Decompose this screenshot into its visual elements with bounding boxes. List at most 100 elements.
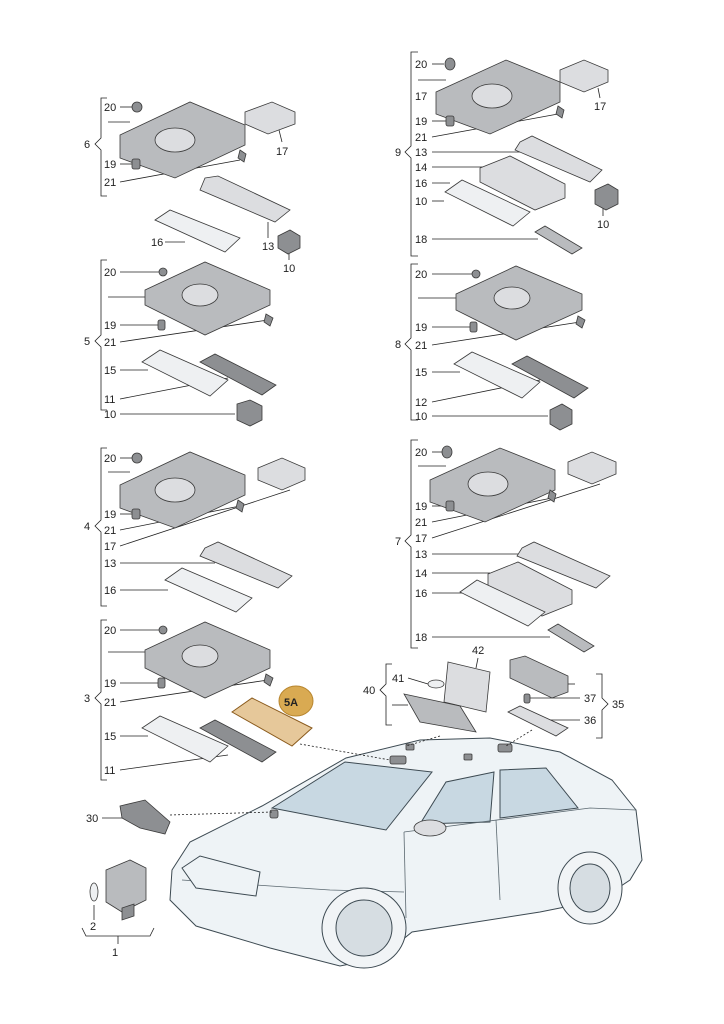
group-4: 4 20 19 21 17 13 16: [84, 447, 306, 613]
bulb-holder: [257, 457, 306, 491]
callout-13: 13: [262, 241, 274, 253]
lens-dark: [199, 353, 277, 396]
mirror: [413, 819, 447, 837]
callout-17: 17: [104, 541, 116, 553]
callout-16: 16: [415, 178, 427, 190]
reading-light-cover: [479, 155, 566, 211]
group-label: 6: [84, 139, 90, 151]
group-40: 40 41 42: [363, 645, 491, 733]
clip-part: [131, 101, 143, 113]
group-30: 30: [86, 799, 171, 835]
group-5: 5 20 19 21 15 11 10: [84, 259, 277, 427]
callout-20: 20: [415, 59, 427, 71]
callout-21: 21: [415, 132, 427, 144]
callout-10b: 10: [597, 219, 609, 231]
group-6: 6 20 19 21 17 16 13 10: [84, 97, 301, 275]
callout-11: 11: [104, 765, 115, 777]
callout-13: 13: [415, 147, 427, 159]
callout-21: 21: [415, 340, 427, 352]
screw-part: [237, 149, 247, 163]
callout-10: 10: [415, 411, 427, 423]
callout-17: 17: [415, 533, 427, 545]
lens-part: [164, 567, 253, 613]
trim-strip: [199, 175, 291, 223]
callout-19: 19: [104, 509, 116, 521]
group-35: 35 37 36: [507, 655, 624, 739]
switch-strip: [547, 623, 595, 653]
group-label: 30: [86, 813, 98, 825]
highlighted-part-5a[interactable]: [231, 697, 313, 747]
callout-20: 20: [104, 267, 116, 279]
part-badge: [278, 685, 314, 717]
callout-17: 17: [415, 91, 427, 103]
badge-label: 5A: [284, 697, 298, 709]
front-door-window: [419, 771, 495, 825]
callout-2: 2: [90, 921, 96, 933]
callout-10: 10: [415, 196, 427, 208]
switch-bezel: [507, 705, 569, 737]
grille: [181, 855, 261, 897]
callout-15: 15: [104, 731, 116, 743]
callout-19: 19: [415, 501, 427, 513]
lens-part: [154, 209, 241, 253]
callout-21: 21: [104, 525, 116, 537]
car-illustration: [169, 729, 643, 969]
callout-10: 10: [283, 263, 295, 275]
switch-unit: [509, 655, 569, 699]
callout-17b: 17: [594, 101, 606, 113]
callout-18: 18: [415, 234, 427, 246]
group-label: 1: [112, 947, 118, 959]
callout-21: 21: [415, 517, 427, 529]
callout-15: 15: [104, 365, 116, 377]
group-7: 7 20 19 21 17 13 14 16 18: [395, 439, 617, 653]
group-label: 3: [84, 693, 90, 705]
windshield: [270, 761, 433, 831]
group-label: 5: [84, 336, 90, 348]
callout-19: 19: [415, 116, 427, 128]
group-8: 8 20 19 21 15 12 10: [395, 263, 589, 431]
callout-20: 20: [104, 625, 116, 637]
group-label: 9: [395, 147, 401, 159]
bulb-part: [427, 679, 445, 689]
callout-19: 19: [104, 159, 116, 171]
callout-41: 41: [392, 673, 404, 685]
callout-15: 15: [415, 367, 427, 379]
group-label: 7: [395, 536, 401, 548]
callout-13: 13: [415, 549, 427, 561]
lamp-housing: [403, 693, 477, 733]
callout-10: 10: [104, 409, 116, 421]
callout-19: 19: [104, 320, 116, 332]
switch-strip: [534, 225, 583, 255]
group-label: 8: [395, 339, 401, 351]
callout-36: 36: [584, 715, 596, 727]
lamp-frame: [443, 661, 491, 713]
bulb-part: [89, 882, 99, 902]
callout-20: 20: [104, 102, 116, 114]
group-9: 9 20 17 19 21 13 14 16 10 18 17 10: [395, 51, 619, 257]
callout-13: 13: [104, 558, 116, 570]
lamp-part: [277, 229, 301, 255]
callout-42: 42: [472, 645, 484, 657]
callout-21: 21: [104, 337, 116, 349]
callout-14: 14: [415, 162, 427, 174]
bulb-holder: [559, 59, 609, 93]
rear-door-window: [499, 767, 579, 819]
lamp-unit: [105, 859, 147, 913]
group-label: 35: [612, 699, 624, 711]
group-label: 4: [84, 521, 90, 533]
callout-19: 19: [415, 322, 427, 334]
callout-21: 21: [104, 697, 116, 709]
callout-12: 12: [415, 397, 427, 409]
mirror-lamp: [119, 799, 171, 835]
callout-14: 14: [415, 568, 427, 580]
callout-18: 18: [415, 632, 427, 644]
group-3: 3 20 19 21 15 11 5A: [84, 619, 314, 781]
group-1: 1 2: [81, 859, 155, 959]
lens-part: [141, 349, 229, 397]
callout-20: 20: [415, 447, 427, 459]
trim-strip: [514, 135, 603, 183]
callout-21: 21: [104, 177, 116, 189]
callout-16: 16: [415, 588, 427, 600]
lens-part: [459, 579, 546, 627]
